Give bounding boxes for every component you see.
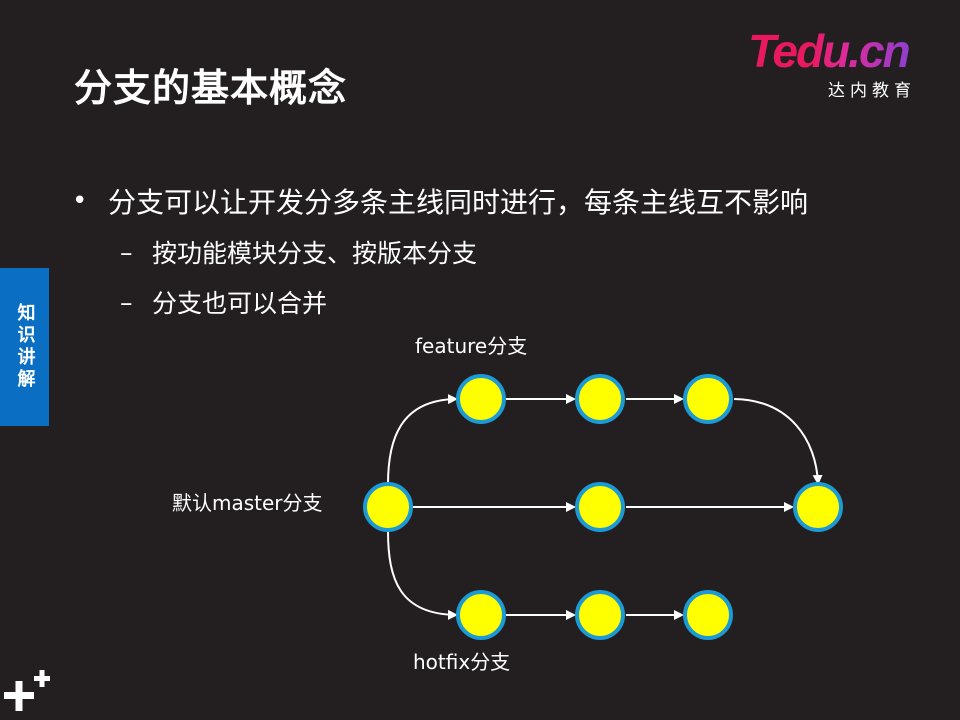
bullet-sub-text: 按功能模块分支、按版本分支 [152, 239, 478, 268]
arrow-feature-merge [733, 398, 823, 485]
dash-icon: – [120, 237, 133, 267]
master-commit-node [793, 482, 843, 532]
slide-title: 分支的基本概念 [74, 66, 348, 110]
tedu-logo: Tedu.cn 达内教育 [748, 25, 933, 101]
bullet-sub-item: – 按功能模块分支、按版本分支 [120, 234, 477, 270]
hotfix-commit-node [575, 590, 625, 640]
side-tab: 知识讲解 [0, 268, 49, 426]
hotfix-commit-node [456, 590, 506, 640]
dash-icon: – [120, 287, 133, 317]
logo-subtitle: 达内教育 [828, 81, 916, 101]
plus-logo-icon [4, 670, 50, 711]
bullet-main: • 分支可以让开发分多条主线同时进行，每条主线互不影响 [72, 181, 808, 221]
feature-commit-node [575, 374, 625, 424]
feature-branch-label: feature分支 [415, 334, 527, 358]
branch-arrows [387, 394, 823, 620]
bullet-sub-item: – 分支也可以合并 [120, 284, 327, 320]
hotfix-commit-node [683, 590, 733, 640]
feature-commit-node [456, 374, 506, 424]
master-commit-node [363, 482, 413, 532]
master-branch-label: 默认master分支 [172, 491, 323, 515]
logo-wordmark: Tedu.cn [748, 25, 911, 77]
master-commit-node [575, 482, 625, 532]
hotfix-branch-label: hotfix分支 [413, 650, 510, 674]
bullet-main-text: 分支可以让开发分多条主线同时进行，每条主线互不影响 [108, 186, 809, 219]
feature-commit-node [683, 374, 733, 424]
commit-nodes [363, 374, 843, 640]
arrow-master-to-feature [387, 394, 458, 485]
bullet-sub-text: 分支也可以合并 [152, 289, 328, 318]
bullet-dot-icon: • [72, 186, 88, 216]
arrow-master-to-hotfix [387, 530, 458, 620]
side-tab-label: 知识讲解 [14, 303, 36, 391]
